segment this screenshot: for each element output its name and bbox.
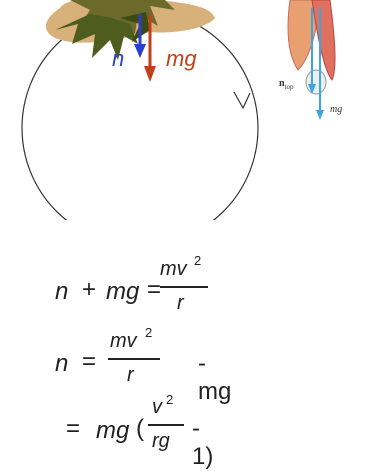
label-mg-top: mg <box>330 104 343 115</box>
textbook-figure <box>272 0 372 135</box>
normal-force-arrowhead <box>134 44 146 58</box>
label-n: n <box>112 46 125 71</box>
wheel-icon <box>305 69 327 95</box>
loop-diagram <box>21 0 259 220</box>
direction-arrowhead <box>233 91 251 110</box>
weight-arrowhead <box>144 66 156 82</box>
label-n-top: ntop <box>279 78 294 91</box>
rider-illustration <box>46 0 215 60</box>
label-mg: mg <box>166 46 197 71</box>
